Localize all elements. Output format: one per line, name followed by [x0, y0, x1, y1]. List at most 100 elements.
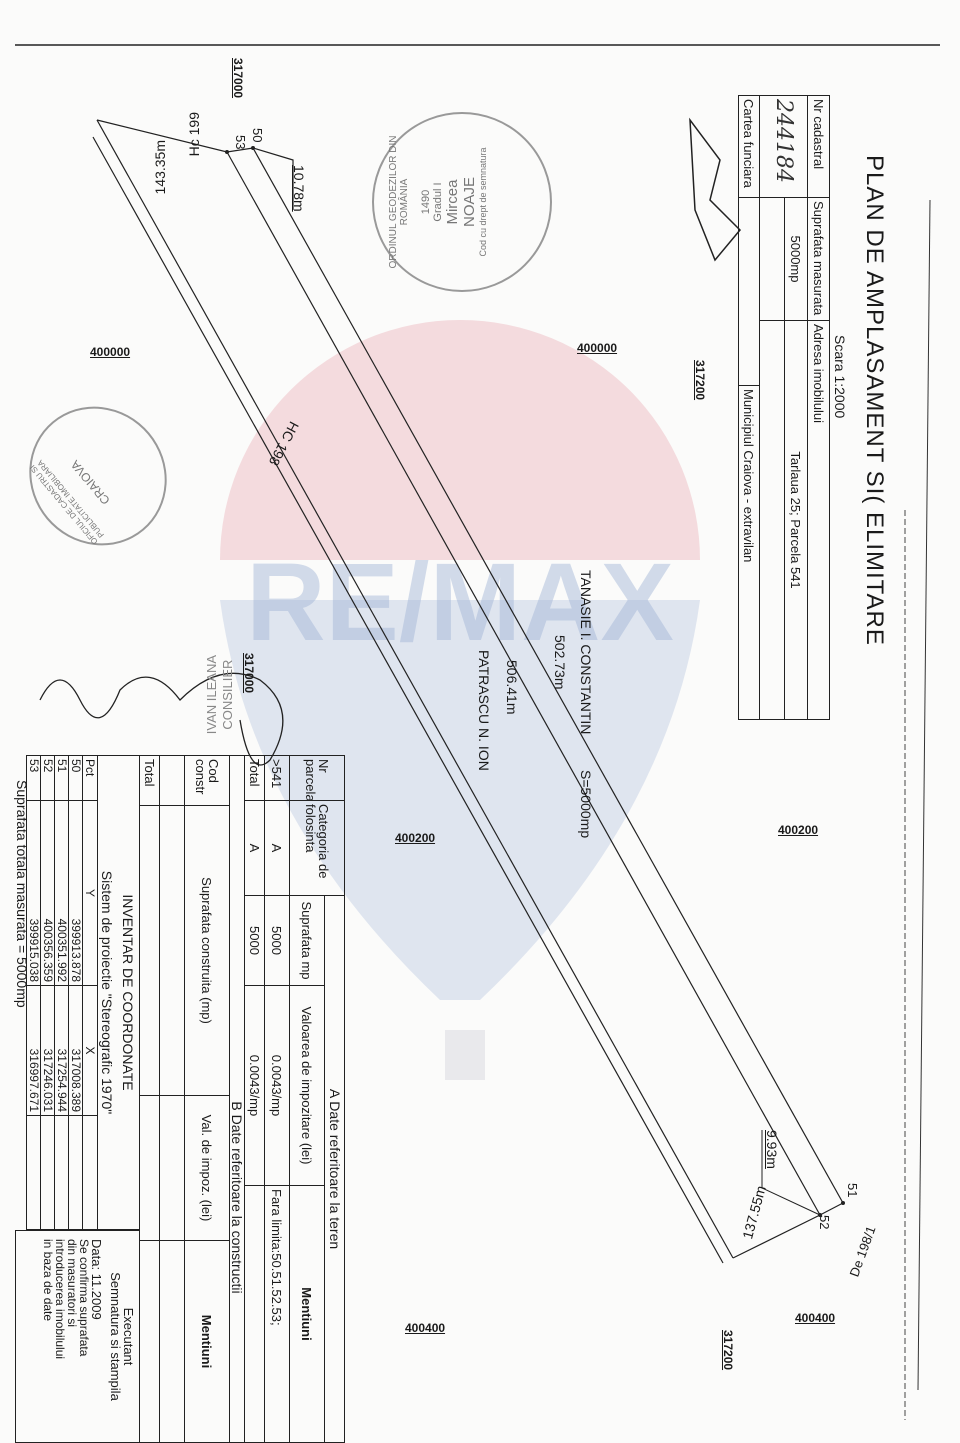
road-de198-label: De 198/1 [846, 1224, 879, 1279]
cell-y: 400356.359 [40, 800, 55, 986]
nr-cadastral-value: 244184 [759, 95, 808, 198]
point-53-label: 53 [233, 135, 248, 150]
executant-signature: Semnatura si stampila [108, 1272, 123, 1401]
grid-label-400400: 400400 [795, 1311, 836, 1325]
cell-nr: Total [244, 755, 265, 801]
grid-label-400000: 400000 [577, 341, 618, 355]
header-cod-constr: Cod constr [184, 755, 230, 806]
cell-mentiuni: Fara limita:50.51.52.53; [264, 1185, 290, 1443]
cell-valoarea: 0.0043/mp [244, 985, 265, 1186]
consilier-name: IVAN ILEANA [204, 655, 219, 735]
frame-line-right [917, 199, 931, 1391]
info-table: Nr cadastral Suprafata masurata Adresa i… [738, 95, 830, 720]
geodez-stamp: ORDINUL GEODEZILOR DIN ROMÂNIA 1490 Grad… [372, 112, 552, 292]
empty-cell [759, 320, 785, 720]
cartea-value: Municipiul Craiova - extravilan [738, 385, 760, 720]
scale-label: Scara 1:2000 [832, 335, 848, 419]
total-label: Total [139, 755, 160, 806]
projection-system: Sistem de proiectie "Stereografic 1970" [97, 755, 116, 1230]
balloon-bottom-blue [220, 600, 700, 1000]
total-area-label: Suprafata totala masurata = 5000mp [14, 780, 30, 1008]
cartea-label: Cartea funciara [738, 95, 760, 198]
header-mentiuni: Mentiuni [289, 1185, 325, 1443]
stamp-ring-text: ORDINUL GEODEZILOR DIN ROMÂNIA [388, 135, 410, 269]
grid-label-317000: 317000 [231, 58, 245, 99]
table-b-constructii: B Date referitoare la constructii Cod co… [139, 755, 245, 1443]
dim-13755-label: 137.55m [739, 1183, 769, 1241]
confirm-line: Se confirma suprafata [77, 1239, 91, 1357]
watermark-text: RE/MAX [246, 541, 674, 664]
length-south-label: 506.41m [504, 660, 520, 715]
dim-1078-label: 10.78m [291, 165, 307, 212]
north-arrow-icon [689, 117, 742, 262]
table-b-title: B Date referitoare la constructii [229, 755, 245, 1443]
cell-x: 317246.031 [40, 985, 55, 1116]
grid-label-317200: 317200 [693, 360, 707, 401]
balloon-basket [445, 1030, 485, 1080]
page-title: PLAN DE AMPLASAMENT SI( ELIMITARE [861, 155, 888, 646]
table-a-teren: Nr parcela Categoria de folosinta A Date… [244, 755, 345, 1443]
cell-categoria: A [244, 800, 265, 896]
point-52-marker [818, 1213, 822, 1217]
point-53-marker [225, 150, 229, 154]
cell-y: 400351.992 [54, 800, 69, 986]
road-hc199-label: Hc 199 [186, 112, 202, 157]
consilier-stamp: IVAN ILEANA CONSILIER [204, 655, 236, 734]
owner-north-label: TANASIE I. CONSTANTIN [578, 570, 594, 735]
table-row [159, 755, 185, 1443]
nr-cadastral-label: Nr cadastral [807, 95, 830, 198]
dim-993-label: 9.93m [764, 1130, 780, 1169]
table-a-title: A Date referitoare la teren [324, 895, 345, 1443]
table-row: Total [139, 755, 160, 1443]
consilier-role: CONSILIER [220, 659, 235, 730]
cell-categoria: A [264, 800, 290, 896]
stamp-name-2: NOAJE [461, 177, 478, 228]
suprafata-label: Suprafata masurata [807, 197, 830, 321]
cell-mentiuni [244, 1185, 265, 1443]
executant-title: Executant [121, 1307, 136, 1366]
point-52-label: 52 [817, 1215, 832, 1230]
balloon-top-red [220, 320, 700, 560]
stamp-grade: Gradul I [432, 182, 444, 222]
cell-pct: 52 [40, 755, 55, 801]
parcel-edge-north [252, 147, 844, 1204]
point-51-label: 51 [845, 1183, 860, 1198]
adresa-label: Adresa imobilului [807, 320, 830, 720]
empty-cell [759, 197, 785, 321]
cell-suprafata: 5000 [244, 895, 265, 986]
stamp-note: Cod cu drept de semnatura [478, 147, 488, 257]
point-51-marker [841, 1201, 845, 1205]
header-suprafata-construita: Suprafata construita (mp) [184, 805, 230, 1096]
header-valoarea: Valoarea de impozitare (lei) [289, 985, 325, 1186]
cell-suprafata: 5000 [264, 895, 290, 986]
grid-label-400200: 400200 [778, 823, 819, 837]
length-north-label: 502.73m [552, 635, 568, 690]
header-mentiuni: Mentiuni [184, 1240, 230, 1443]
stamp-name-1: Mircea [444, 179, 461, 225]
header-y: Y [82, 800, 98, 986]
empty-cell [738, 197, 760, 386]
dim-143-label: 143.35m [152, 140, 168, 195]
owner-south-label: PATRASCU N. ION [476, 650, 492, 771]
header-pct: Pct [82, 755, 98, 801]
header-val-impoz: Val. de impoz. (lei) [184, 1095, 230, 1241]
table-row: Total A 5000 0.0043/mp [244, 755, 265, 1443]
signature-scribble [39, 672, 284, 766]
grid-label-400200: 400200 [395, 831, 436, 845]
executant-box: Executant Semnatura si stampila Data: 11… [15, 1230, 140, 1443]
dim-leader-993 [761, 1130, 821, 1216]
confirm-line: introducerea imobilului [53, 1239, 67, 1360]
cell-pct: 50 [68, 755, 83, 801]
ocpi-stamp: OFICIUL DE CADASTRU SI PUBLICITATE IMOBI… [1, 378, 195, 574]
cell-x: 317254.944 [54, 985, 69, 1116]
header-categoria: Categoria de folosinta [289, 800, 345, 896]
stamp-number: 1490 [420, 189, 432, 215]
point-50-marker [251, 146, 255, 150]
grid-label-400000: 400000 [90, 345, 131, 359]
road-hc198-label: HC 198 [265, 419, 303, 469]
